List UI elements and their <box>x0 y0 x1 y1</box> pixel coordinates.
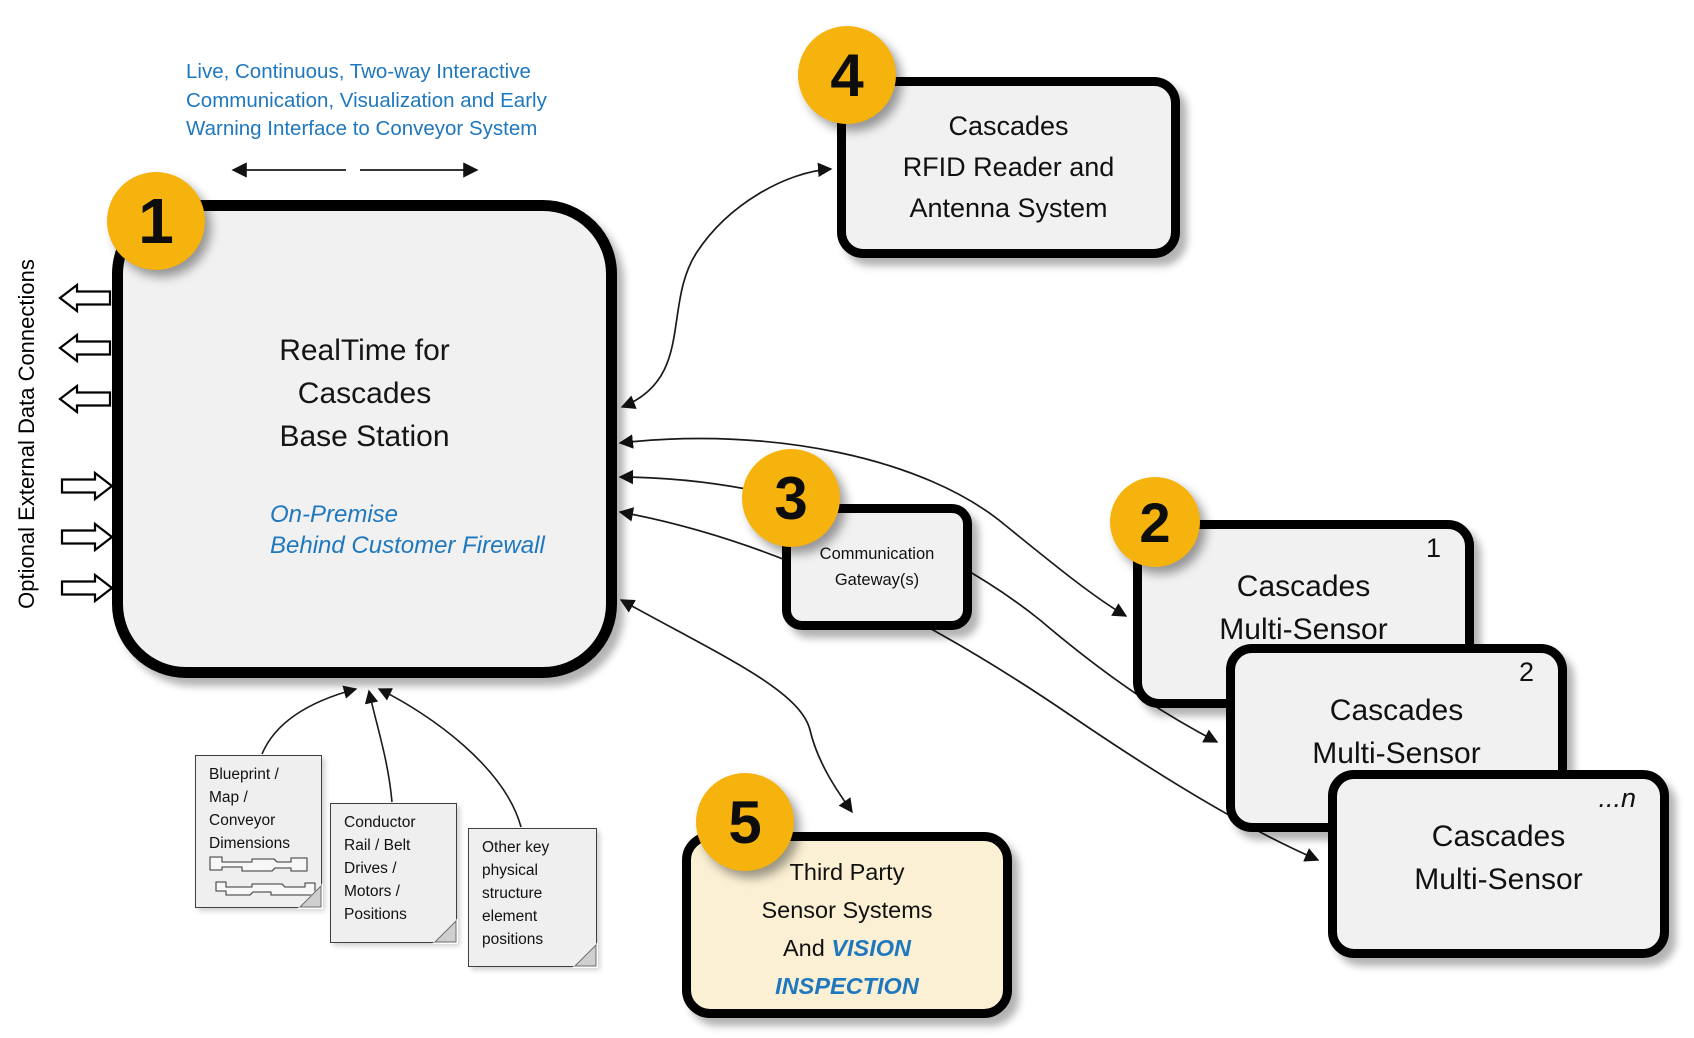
note-line: Conductor <box>344 814 416 831</box>
note-structure-positions: Other key physical structure element pos… <box>468 828 598 968</box>
data-in-arrow-icon <box>60 521 114 553</box>
rfid-line: Cascades <box>948 111 1069 141</box>
folded-corner-icon <box>296 882 323 909</box>
sensor-title-line: Multi-Sensor <box>1414 863 1583 896</box>
data-in-arrow-icon <box>60 572 114 604</box>
inspection-label: INSPECTION <box>775 973 919 999</box>
third-party-line: Third Party <box>789 859 905 885</box>
note-line: Rail / Belt <box>344 837 411 854</box>
rfid-system-box: Cascades RFID Reader and Antenna System <box>837 77 1180 258</box>
connector-note1-to-base <box>261 685 358 755</box>
connector-note2-to-base <box>364 689 393 803</box>
firewall-label: Behind Customer Firewall <box>270 532 545 559</box>
external-data-arrows <box>58 282 114 604</box>
rfid-line: Antenna System <box>909 193 1108 223</box>
step-badge-1: 1 <box>107 172 205 270</box>
sensor-index-label: ...n <box>1598 783 1636 813</box>
note-line: structure <box>482 885 543 902</box>
note-line: positions <box>482 931 544 948</box>
connector-base-to-rfid <box>620 162 833 409</box>
vision-label: VISION <box>831 935 911 961</box>
on-premise-label: On-Premise <box>270 501 399 528</box>
note-line: Positions <box>344 906 407 923</box>
note-conductor-rail: Conductor Rail / Belt Drives / Motors / … <box>330 803 458 944</box>
third-party-line: And VISION <box>691 929 1003 967</box>
note-line: element <box>482 908 538 925</box>
base-station-title-line: Cascades <box>297 377 432 410</box>
third-party-and: And <box>782 935 832 961</box>
caption-line: Live, Continuous, Two-way Interactive <box>186 60 531 83</box>
data-out-arrow-icon <box>58 282 112 314</box>
step-badge-4: 4 <box>798 26 896 124</box>
note-line: Blueprint / <box>209 766 279 783</box>
caption-line: Warning Interface to Conveyor System <box>186 117 538 140</box>
data-in-arrow-icon <box>60 470 114 502</box>
note-line: Conveyor <box>209 812 276 829</box>
sensor-title: Cascades Multi-Sensor <box>1337 815 1660 901</box>
base-station-title: RealTime for Cascades Base Station <box>123 329 606 458</box>
data-out-arrow-icon <box>58 383 112 415</box>
caption-line: Communication, Visualization and Early <box>186 88 547 112</box>
step-badge-2: 2 <box>1110 477 1200 567</box>
sensor-title: Cascades Multi-Sensor <box>1235 689 1558 775</box>
sensor-title-line: Cascades <box>1431 820 1566 853</box>
step-badge-3: 3 <box>742 449 840 547</box>
base-station-title-line: RealTime for <box>279 334 450 367</box>
rfid-line: RFID Reader and <box>902 152 1115 182</box>
note-line: Dimensions <box>209 835 290 852</box>
sensor-index-label: 2 <box>1518 657 1534 687</box>
interface-caption: Live, Continuous, Two-way Interactive Co… <box>186 58 547 144</box>
data-out-arrow-icon <box>58 332 112 364</box>
base-station-box: RealTime for Cascades Base Station On-Pr… <box>112 200 617 678</box>
note-blueprint: Blueprint / Map / Conveyor Dimensions <box>195 755 323 909</box>
connector-note3-to-base <box>377 688 522 828</box>
third-party-line: Sensor Systems <box>761 897 933 923</box>
note-line: Other key <box>482 839 550 856</box>
base-station-deployment-note: On-Premise Behind Customer Firewall <box>270 499 545 561</box>
step-badge-5: 5 <box>696 773 794 871</box>
blueprint-sketch-icon <box>209 856 316 896</box>
sensor-title-line: Cascades <box>1329 694 1464 727</box>
folded-corner-icon <box>571 941 598 968</box>
note-line: Drives / <box>344 860 397 877</box>
multi-sensor-box-n: ...n Cascades Multi-Sensor <box>1328 770 1669 958</box>
folded-corner-icon <box>431 917 458 944</box>
note-line: physical <box>482 862 538 879</box>
note-line: Map / <box>209 789 248 806</box>
sensor-index-label: 1 <box>1425 533 1441 563</box>
sensor-title-line: Multi-Sensor <box>1312 737 1481 770</box>
base-station-title-line: Base Station <box>279 420 450 453</box>
note-line: Motors / <box>344 883 400 900</box>
